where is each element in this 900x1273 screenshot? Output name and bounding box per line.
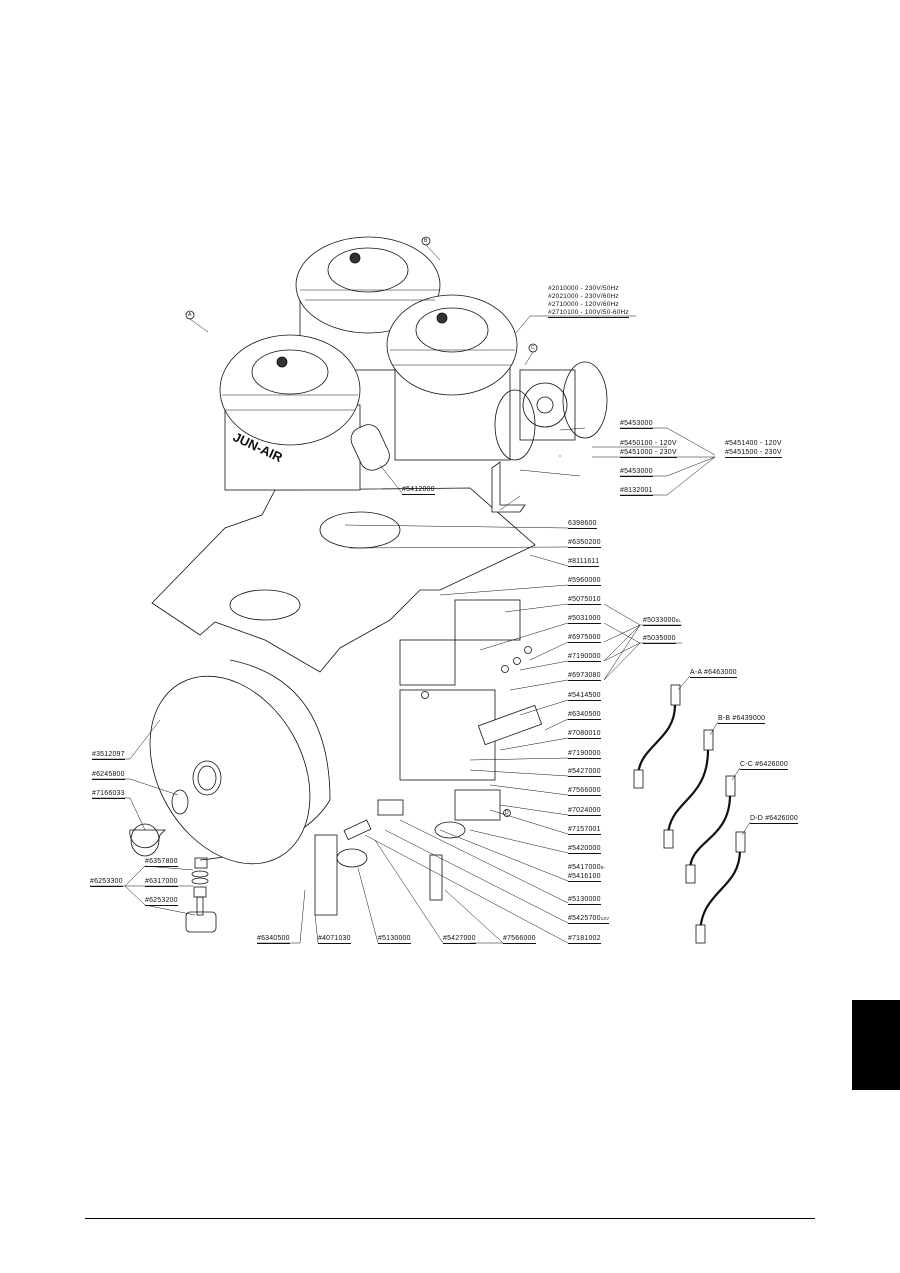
label-part: #5130000 <box>568 896 601 905</box>
seal-ring <box>171 789 189 815</box>
label-seal: #6245800 <box>92 771 125 780</box>
label-part: #6350200 <box>568 539 601 548</box>
label-hose: D-D #6426000 <box>750 815 798 824</box>
label-fan-120: #5450100 - 120V <box>620 440 677 447</box>
label-hose: B-B #6439000 <box>718 715 766 724</box>
label-superscript: 8L <box>675 618 682 623</box>
hoses <box>636 704 742 936</box>
label-part: #7024000 <box>568 807 601 816</box>
capacitor <box>350 424 390 471</box>
label-part: 6398600 <box>568 520 597 529</box>
compressor-right <box>386 294 518 461</box>
label-part: #5031000 <box>568 615 601 624</box>
leader-lines <box>90 244 751 944</box>
motor-variant-list: #2010000 - 230V/50Hz #2021000 - 230V/60H… <box>548 285 629 318</box>
label-fan-230: #5451000 - 230V <box>620 449 677 458</box>
motor-variant: #2710000 - 120V/60Hz <box>548 301 619 308</box>
section-thumb-tab <box>852 1000 900 1090</box>
label-bottom: #5427000 <box>443 935 476 944</box>
label-part-number: #5417000 <box>568 864 601 871</box>
air-tank <box>149 659 331 865</box>
plug-cap <box>129 829 166 849</box>
label-fan-kit-120: #5451400 - 120V <box>725 440 782 447</box>
label-capacitor: #5412000 <box>402 486 435 495</box>
callout-b: B <box>424 238 428 244</box>
label-nut: #6317000 <box>145 878 178 887</box>
label-part-number: #5425700 <box>568 915 601 922</box>
label-part: #7190000 <box>568 750 601 759</box>
label-kit: #5035000 <box>643 635 676 644</box>
label-part: #5420000 <box>568 845 601 854</box>
label-fan-guard-1: #5453000 <box>620 420 653 429</box>
label-superscript: 8- <box>600 865 606 870</box>
label-part: #7190000 <box>568 653 601 662</box>
label-superscript: 10V <box>600 916 610 921</box>
cooling-fan <box>494 361 608 461</box>
label-bottom: #6340500 <box>257 935 290 944</box>
label-part: #7181002 <box>568 935 601 944</box>
label-part: #5427000 <box>568 768 601 777</box>
label-part: #6975000 <box>568 634 601 643</box>
label-part: #54170008- <box>568 864 605 872</box>
label-part: #5414500 <box>568 692 601 701</box>
label-foot: #6253200 <box>145 897 178 906</box>
plate-hole-cutout <box>229 589 301 621</box>
label-bottom: #4071030 <box>318 935 351 944</box>
motor-variant: #2710100 - 100V/50-60Hz <box>548 309 629 318</box>
label-bottom: #5130000 <box>378 935 411 944</box>
label-foot-kit: #6253300 <box>90 878 123 887</box>
callout-c: C <box>531 345 535 351</box>
label-bottom: #7566000 <box>503 935 536 944</box>
rubber-foot <box>185 857 217 933</box>
label-part: #8111611 <box>568 558 600 567</box>
tank-cap <box>130 823 160 857</box>
angle-bracket <box>491 461 526 513</box>
label-part: #7157001 <box>568 826 601 835</box>
label-part: #7080010 <box>568 730 601 739</box>
base-plate <box>151 487 536 673</box>
label-part: #6973080 <box>568 672 601 681</box>
label-part: #5075010 <box>568 596 601 605</box>
label-part-number: #5033000 <box>643 617 676 624</box>
label-part: #5960000 <box>568 577 601 586</box>
label-cap: #7166033 <box>92 790 125 799</box>
footer-rule <box>85 1218 815 1219</box>
callout-d: D <box>505 810 509 816</box>
cooling-fins <box>222 289 515 411</box>
valve-block <box>314 599 543 916</box>
label-part: #6340500 <box>568 711 601 720</box>
label-hose: A-A #6463000 <box>690 669 737 678</box>
motor-variant: #2010000 - 230V/50Hz <box>548 285 619 292</box>
label-part: #542570010V <box>568 915 610 924</box>
label-kit: #50330008L <box>643 617 682 626</box>
label-part: #7566000 <box>568 787 601 796</box>
label-fan-kit-230: #5451500 - 230V <box>725 449 782 458</box>
compressor-left: JUN-AIR <box>219 334 361 491</box>
callout-a: A <box>188 312 192 318</box>
label-bracket: #8132001 <box>620 487 653 496</box>
label-fan-guard-2: #5453000 <box>620 468 653 477</box>
motor-variant: #2021000 - 230V/60Hz <box>548 293 619 300</box>
label-washer: #6357800 <box>145 858 178 867</box>
hose-fittings <box>633 684 746 944</box>
label-hose: C-C #6426000 <box>740 761 788 770</box>
label-part: #5416100 <box>568 873 601 882</box>
label-tank: #3512097 <box>92 751 125 760</box>
